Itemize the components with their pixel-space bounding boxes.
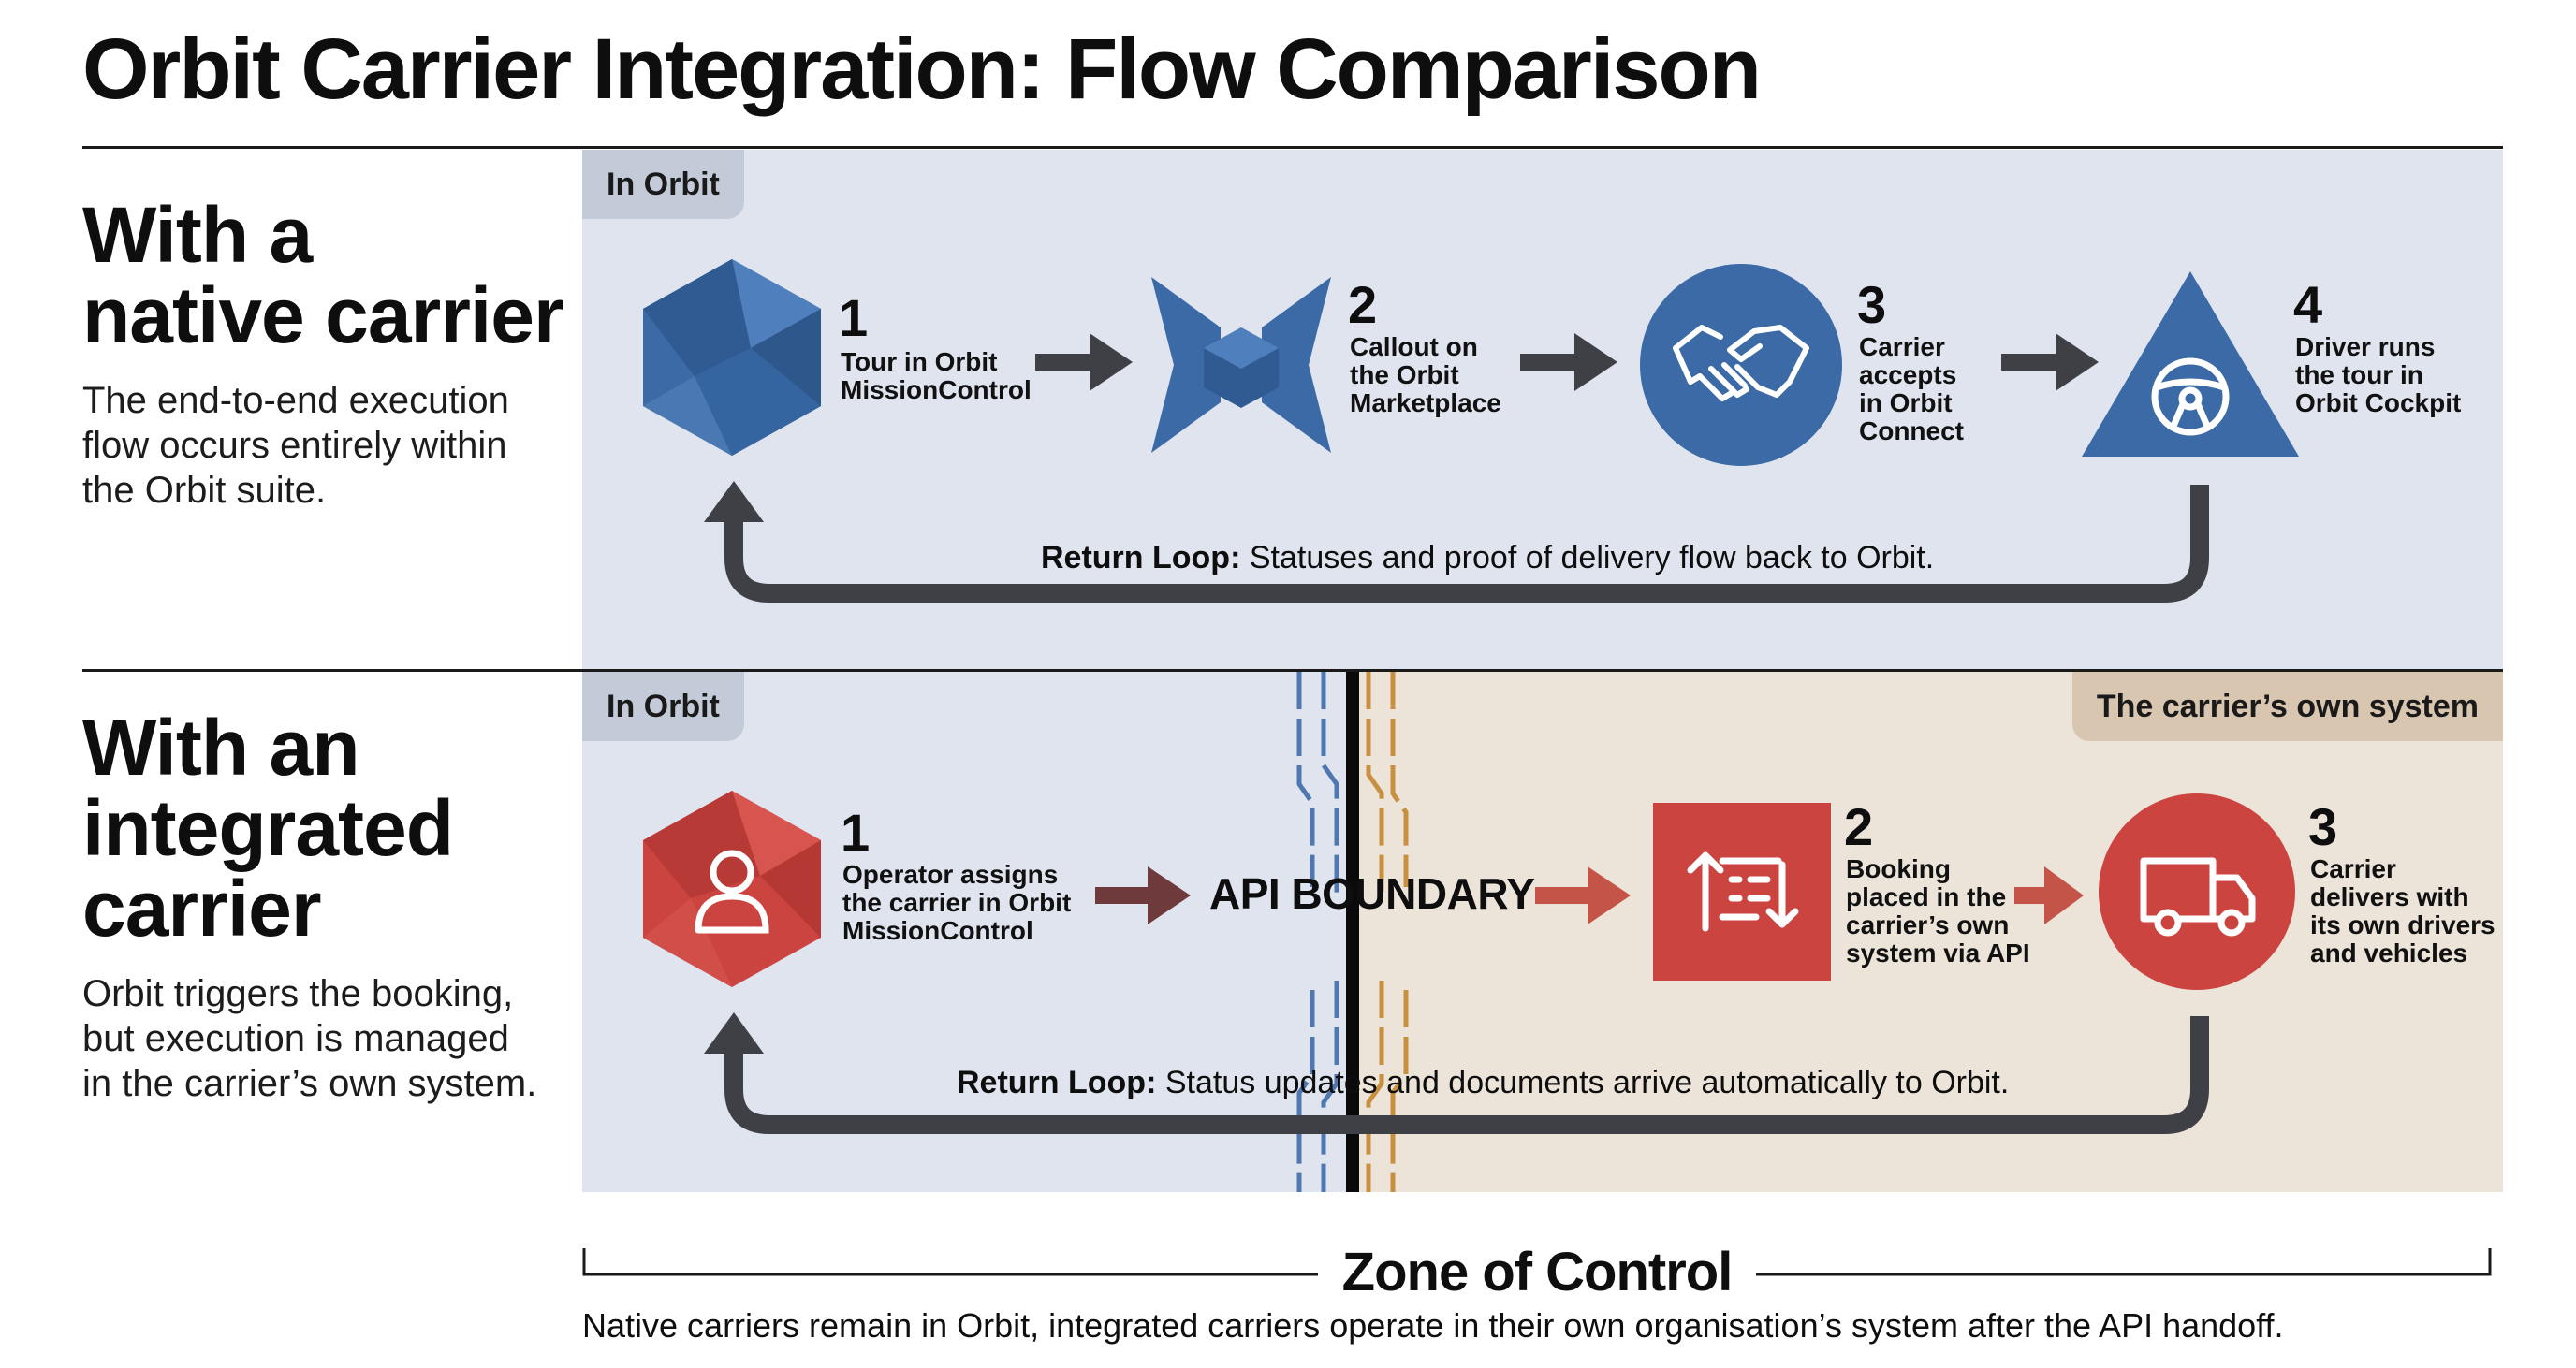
- native-step-2-label: Callout on the Orbit Marketplace: [1350, 333, 1501, 417]
- page-title: Orbit Carrier Integration: Flow Comparis…: [82, 22, 1762, 117]
- integrated-step-3-label-line-4: and vehicles: [2310, 939, 2468, 968]
- integrated-step-1-label-line-3: MissionControl: [842, 916, 1033, 945]
- native-description-line-2: flow occurs entirely within: [82, 425, 507, 466]
- api-boundary-lines: [1296, 672, 1409, 1192]
- integrated-step-2-number: 2: [1844, 797, 1874, 856]
- hexagon-icon: [643, 259, 821, 456]
- integrated-arrow-1-api: [1095, 866, 1191, 924]
- native-step-2-label-line-2: the Orbit: [1350, 360, 1459, 389]
- native-return-loop-bold: Return Loop:: [1041, 540, 1241, 575]
- integrated-description-line-1: Orbit triggers the booking,: [82, 973, 514, 1014]
- steering-wheel-icon: [2082, 271, 2299, 457]
- native-step-2-label-line-3: Marketplace: [1350, 388, 1501, 417]
- native-step-2-label-line-1: Callout on: [1350, 332, 1478, 361]
- footer-note: Native carriers remain in Orbit, integra…: [582, 1306, 2284, 1345]
- zone-of-control-label: Zone of Control: [1317, 1242, 1757, 1303]
- integrated-step-2-label: Booking placed in the carrier’s own syst…: [1846, 855, 2030, 968]
- integrated-description-line-3: in the carrier’s own system.: [82, 1063, 537, 1104]
- native-description-line-3: the Orbit suite.: [82, 470, 327, 511]
- native-step-3-label: Carrier accepts in Orbit Connect: [1859, 333, 1964, 445]
- native-step-4-label-line-3: Orbit Cockpit: [2295, 388, 2462, 417]
- native-step-4-label-line-2: the tour in: [2295, 360, 2423, 389]
- integrated-return-loop-arrow: [704, 1012, 2209, 1134]
- integrated-step-3-label: Carrier delivers with its own drivers an…: [2310, 855, 2496, 968]
- integrated-step-3-label-line-2: delivers with: [2310, 882, 2469, 911]
- integrated-zone-label-right: The carrier’s own system: [2071, 672, 2503, 741]
- integrated-return-loop-bold: Return Loop:: [957, 1065, 1157, 1100]
- native-heading-line-2: native carrier: [82, 271, 564, 359]
- native-description: The end-to-end execution flow occurs ent…: [82, 378, 509, 513]
- api-boundary-label: API BOUNDARY: [1209, 869, 1535, 918]
- integrated-step-1-label: Operator assigns the carrier in Orbit Mi…: [842, 861, 1071, 945]
- integrated-return-loop-detail: Status updates and documents arrive auto…: [1156, 1065, 2010, 1100]
- native-return-loop-text: Return Loop: Statuses and proof of deliv…: [1041, 540, 1934, 576]
- integrated-step-2-label-line-1: Booking: [1846, 854, 1951, 883]
- native-arrow-1-2: [1035, 333, 1133, 391]
- integrated-arrow-api-2: [1535, 866, 1631, 924]
- native-step-3-label-line-4: Connect: [1859, 416, 1964, 445]
- title-divider: [82, 146, 2503, 149]
- integrated-zone-label-left: In Orbit: [582, 672, 744, 741]
- integrated-carrier-panel: [1352, 672, 2503, 1192]
- handshake-icon: [1640, 264, 1842, 466]
- native-step-3-label-line-1: Carrier: [1859, 332, 1945, 361]
- integrated-step-2-label-line-3: carrier’s own: [1846, 910, 2010, 939]
- native-arrow-2-3: [1520, 333, 1617, 391]
- integrated-arrow-2-3: [2014, 866, 2084, 924]
- integrated-step-2-label-line-2: placed in the: [1846, 882, 2007, 911]
- native-step-1-label-line-2: MissionControl: [841, 375, 1032, 404]
- integrated-step-3-number: 3: [2308, 797, 2338, 856]
- integrated-step-1-label-line-1: Operator assigns: [842, 860, 1059, 889]
- native-arrow-3-4: [2001, 333, 2099, 391]
- integrated-heading-line-3: carrier: [82, 865, 322, 953]
- integrated-heading-line-2: integrated: [82, 784, 454, 872]
- integrated-step-3-label-line-1: Carrier: [2310, 854, 2396, 883]
- section-divider: [82, 669, 2503, 672]
- native-step-3-number: 3: [1857, 275, 1887, 334]
- native-step-3-label-line-3: in Orbit: [1859, 388, 1953, 417]
- native-heading: With a native carrier: [82, 195, 564, 356]
- native-zone-label: In Orbit: [582, 150, 744, 219]
- native-step-4-label: Driver runs the tour in Orbit Cockpit: [2295, 333, 2461, 417]
- native-step-4-number: 4: [2293, 275, 2323, 334]
- integrated-heading: With an integrated carrier: [82, 704, 454, 953]
- native-step-2-number: 2: [1348, 275, 1378, 334]
- integrated-return-loop-text: Return Loop: Status updates and document…: [957, 1065, 2009, 1101]
- user-icon: [643, 791, 821, 987]
- native-step-1-label-line-1: Tour in Orbit: [841, 347, 998, 376]
- zone-of-control-wrap: Zone of Control: [582, 1241, 2492, 1303]
- integrated-description: Orbit triggers the booking, but executio…: [82, 971, 536, 1106]
- integrated-description-line-2: but execution is managed: [82, 1018, 509, 1059]
- integrated-step-1-label-line-2: the carrier in Orbit: [842, 888, 1072, 917]
- native-return-loop-arrow: [704, 481, 2209, 603]
- integrated-heading-line-1: With an: [82, 704, 360, 792]
- marketplace-icon: [1151, 277, 1331, 453]
- native-description-line-1: The end-to-end execution: [82, 380, 509, 421]
- truck-icon: [2099, 793, 2295, 990]
- booking-list-icon: [1653, 803, 1831, 981]
- native-step-1-label: Tour in Orbit MissionControl: [841, 348, 1032, 404]
- native-heading-line-1: With a: [82, 191, 313, 279]
- native-step-4-label-line-1: Driver runs: [2295, 332, 2436, 361]
- integrated-step-1-number: 1: [841, 803, 871, 862]
- native-step-1-number: 1: [839, 288, 869, 347]
- integrated-step-3-label-line-3: its own drivers: [2310, 910, 2496, 939]
- integrated-step-2-label-line-4: system via API: [1846, 939, 2030, 968]
- native-return-loop-detail: Statuses and proof of delivery flow back…: [1240, 540, 1935, 575]
- native-step-3-label-line-2: accepts: [1859, 360, 1957, 389]
